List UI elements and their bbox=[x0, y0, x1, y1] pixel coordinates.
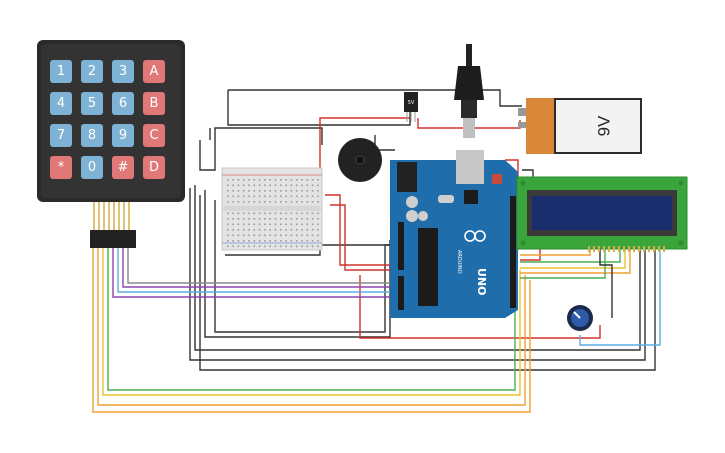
wire-orange[interactable] bbox=[97, 248, 526, 406]
wire-orange[interactable] bbox=[92, 248, 531, 413]
keypad[interactable]: 1 2 3 A 4 5 6 B 7 8 9 C * 0 # D bbox=[37, 40, 185, 248]
power-jack[interactable] bbox=[397, 162, 417, 192]
wire-green[interactable] bbox=[520, 248, 606, 279]
keypad-key-label: 0 bbox=[88, 160, 96, 175]
arduino-brand-label: ARDUINO bbox=[456, 250, 462, 274]
keypad-key[interactable] bbox=[143, 60, 165, 83]
keypad-key-label: 6 bbox=[119, 96, 127, 111]
arduino-logo-icon bbox=[464, 230, 486, 242]
keypad-key[interactable] bbox=[143, 92, 165, 115]
breadboard[interactable] bbox=[221, 167, 323, 251]
keypad-key-label: 2 bbox=[88, 64, 96, 79]
keypad-key[interactable] bbox=[81, 156, 103, 179]
keypad-key-label: 3 bbox=[119, 64, 127, 79]
wire-red[interactable] bbox=[319, 117, 410, 170]
wire-purple[interactable] bbox=[122, 248, 395, 288]
dc-power-plug[interactable] bbox=[454, 44, 484, 138]
wire-yellow[interactable] bbox=[520, 248, 626, 269]
piezo-buzzer[interactable] bbox=[338, 138, 382, 182]
keypad-key-label: D bbox=[149, 160, 159, 175]
keypad-key-label: 7 bbox=[57, 128, 65, 143]
wire-black[interactable] bbox=[189, 188, 646, 361]
wire-red[interactable] bbox=[330, 204, 395, 271]
battery-label: 9V bbox=[595, 115, 614, 136]
keypad-key[interactable] bbox=[50, 60, 72, 83]
keypad-key-label: 8 bbox=[88, 128, 96, 143]
wire-red[interactable] bbox=[520, 245, 541, 261]
wire-red[interactable] bbox=[359, 275, 601, 339]
keypad-key-label: C bbox=[149, 128, 158, 143]
arduino-uno-board[interactable]: UNO ARDUINO bbox=[390, 150, 518, 318]
keypad-key[interactable] bbox=[81, 92, 103, 115]
keypad-key[interactable] bbox=[50, 156, 72, 179]
keypad-key[interactable] bbox=[112, 124, 134, 147]
voltage-regulator[interactable]: 5V bbox=[404, 92, 418, 122]
breadboard-holes bbox=[227, 179, 319, 248]
battery-9v[interactable]: 9V bbox=[518, 98, 642, 154]
header-power[interactable] bbox=[398, 222, 404, 270]
keypad-key-label: * bbox=[58, 160, 65, 175]
wire-black[interactable] bbox=[228, 89, 522, 107]
keypad-key[interactable] bbox=[81, 60, 103, 83]
keypad-key-label: 9 bbox=[119, 128, 127, 143]
wire-black[interactable] bbox=[599, 248, 613, 318]
keypad-key[interactable] bbox=[112, 156, 134, 179]
keypad-key-label: A bbox=[150, 64, 159, 79]
lcd-16x2[interactable] bbox=[516, 176, 688, 252]
keypad-key-label: 5 bbox=[88, 96, 96, 111]
wire-purple[interactable] bbox=[112, 248, 395, 298]
keypad-key[interactable] bbox=[112, 92, 134, 115]
keypad-key-label: 1 bbox=[57, 64, 65, 79]
wire-blue[interactable] bbox=[579, 250, 661, 346]
wire-black[interactable] bbox=[199, 127, 323, 171]
keypad-pins bbox=[93, 202, 130, 230]
microcontroller-chip bbox=[418, 228, 438, 306]
wire-gray[interactable] bbox=[127, 248, 395, 284]
wire-green[interactable] bbox=[520, 248, 621, 263]
keypad-connector bbox=[90, 230, 136, 248]
keypad-key[interactable] bbox=[50, 124, 72, 147]
wire-green[interactable] bbox=[107, 248, 516, 391]
header-digital[interactable] bbox=[510, 196, 516, 308]
keypad-key[interactable] bbox=[50, 92, 72, 115]
keypad-key[interactable] bbox=[143, 124, 165, 147]
keypad-key[interactable] bbox=[143, 156, 165, 179]
keypad-key-label: B bbox=[150, 96, 159, 111]
lcd-pins bbox=[588, 246, 665, 252]
wire-red[interactable] bbox=[325, 194, 395, 266]
wire-yellow[interactable] bbox=[102, 248, 521, 396]
wire-black[interactable] bbox=[194, 185, 641, 351]
keypad-key-label: # bbox=[118, 160, 129, 175]
regulator-label: 5V bbox=[408, 100, 415, 106]
reset-button[interactable] bbox=[492, 174, 502, 184]
lcd-screen bbox=[532, 196, 672, 230]
keypad-key[interactable] bbox=[81, 124, 103, 147]
wire-blue[interactable] bbox=[117, 248, 395, 293]
header-analog[interactable] bbox=[398, 276, 404, 310]
wire-orange[interactable] bbox=[520, 248, 631, 274]
arduino-model-label: UNO bbox=[475, 268, 488, 296]
potentiometer[interactable] bbox=[567, 305, 593, 331]
keypad-key-label: 4 bbox=[57, 96, 65, 111]
keypad-key[interactable] bbox=[112, 60, 134, 83]
keypad-keys: 1 2 3 A 4 5 6 B 7 8 9 C * 0 # D bbox=[50, 60, 165, 179]
usb-port[interactable] bbox=[456, 150, 484, 184]
wire-black[interactable] bbox=[227, 90, 411, 126]
